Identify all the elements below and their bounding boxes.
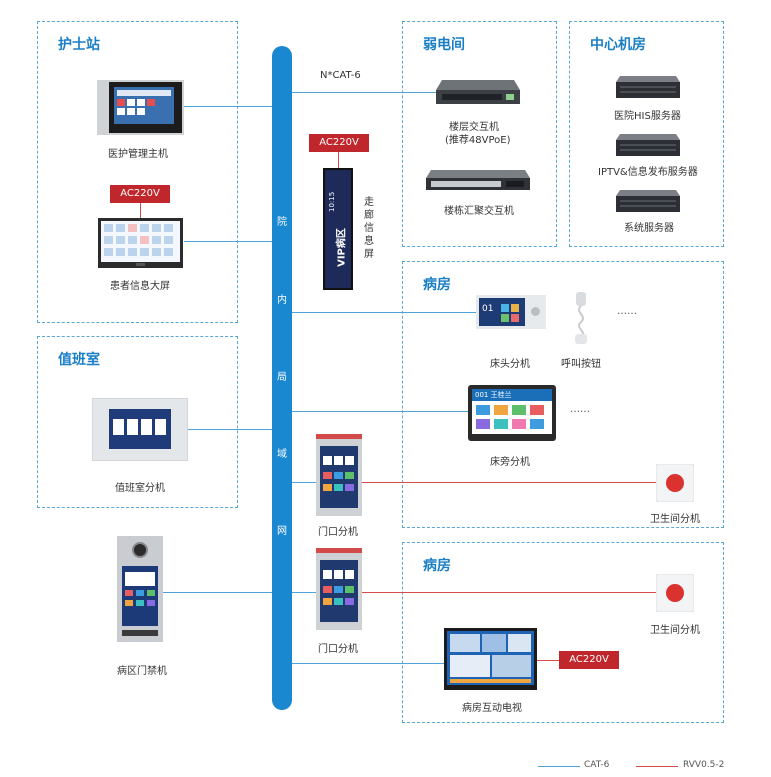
link-bedside-unit [292, 312, 476, 313]
ellipsis: …… [570, 404, 590, 415]
medical-host-label: 医护管理主机 [108, 149, 168, 160]
toilet-unit-2-label: 卫生间分机 [650, 625, 700, 636]
bedside-terminal-device: 001 王桂兰 [468, 385, 556, 441]
legend-cat6-line [538, 766, 580, 767]
corridor-screen-label-char: 信 [364, 223, 374, 234]
toilet-unit-1-label: 卫生间分机 [650, 514, 700, 525]
corridor-screen-label-char: 屏 [364, 249, 374, 260]
his-server-device [616, 76, 680, 98]
power-line-patient-screen [140, 203, 141, 218]
legend-cat6-text: CAT-6 [584, 760, 610, 770]
link-bedside-terminal [292, 411, 468, 412]
zone-title: 病房 [423, 558, 451, 574]
door-unit-2-device [316, 548, 362, 630]
zone-title: 病房 [423, 277, 451, 293]
cable-label: N*CAT-6 [320, 70, 361, 81]
bus-char: 局 [277, 372, 287, 383]
duty-unit-device [92, 398, 188, 461]
link-door-access [163, 592, 272, 593]
link-door-unit-2 [292, 592, 316, 593]
building-switch-device [426, 170, 530, 190]
call-button-device [575, 292, 587, 344]
zone-title: 中心机房 [590, 37, 646, 53]
link-patient-screen [184, 241, 272, 242]
corridor-screen-label-char: 走 [364, 197, 374, 208]
link-door-unit-1 [292, 482, 316, 483]
bus-char: 域 [277, 449, 287, 460]
patient-screen-device [98, 218, 183, 268]
door-unit-2-label: 门口分机 [318, 644, 358, 655]
power-badge: AC220V [309, 134, 369, 152]
link-floor-switch [292, 92, 436, 93]
bus-char: 院 [277, 217, 287, 228]
medical-host-device [97, 80, 184, 135]
ward-tv-device [444, 628, 537, 690]
ward-door-access-device [117, 536, 163, 642]
zone-title: 护士站 [58, 37, 100, 53]
power-line-tv [537, 660, 559, 661]
corridor-screen-vip: VIP病区 [336, 228, 348, 267]
lan-bus [272, 46, 292, 710]
toilet-unit-1-device [656, 464, 694, 502]
link-duty-unit [188, 429, 272, 430]
floor-switch-label: 楼层交互机 [449, 122, 499, 133]
zone-duty-room: 值班室 [37, 336, 238, 508]
ward-tv-label: 病房互动电视 [462, 703, 522, 714]
corridor-screen-time: 10:15 [328, 191, 336, 212]
system-server-device [616, 190, 680, 212]
zone-title: 弱电间 [423, 37, 465, 53]
bus-char: 网 [277, 526, 287, 537]
patient-screen-label: 患者信息大屏 [110, 281, 170, 292]
legend-rvv-line [636, 766, 678, 767]
legend-rvv-text: RVV0.5-2 [683, 760, 725, 770]
call-button-label: 呼叫按钮 [561, 359, 601, 370]
power-line-corridor [338, 152, 339, 168]
power-badge: AC220V [559, 651, 619, 669]
ellipsis: …… [617, 306, 637, 317]
zone-ward-2: 病房 [402, 542, 724, 723]
corridor-screen-device: 10:15 VIP病区 [323, 168, 353, 290]
bus-char: 内 [277, 295, 287, 306]
terminal-title: 001 王桂兰 [475, 391, 512, 399]
system-server-label: 系统服务器 [624, 223, 674, 234]
rvv-link-toilet-1 [362, 482, 658, 483]
bedside-room-number: 01 [482, 304, 494, 314]
duty-unit-label: 值班室分机 [115, 483, 165, 494]
building-switch-label: 楼栋汇聚交互机 [444, 206, 514, 217]
bedside-unit-device: 01 [476, 295, 546, 329]
zone-weak-room: 弱电间 [402, 21, 557, 247]
rvv-link-toilet-2 [362, 592, 658, 593]
zone-nurse-station: 护士站 [37, 21, 238, 323]
zone-ward-1: 病房 [402, 261, 724, 528]
corridor-screen-label-char: 息 [364, 236, 374, 247]
his-server-label: 医院HIS服务器 [614, 111, 681, 122]
ward-door-access-label: 病区门禁机 [117, 666, 167, 677]
door-unit-1-label: 门口分机 [318, 527, 358, 538]
floor-switch-note: (推荐48VPoE) [445, 135, 511, 146]
corridor-screen-label-char: 廊 [364, 210, 374, 221]
door-unit-1-device [316, 434, 362, 516]
iptv-server-device [616, 134, 680, 156]
bedside-unit-label: 床头分机 [490, 359, 530, 370]
link-ward-tv [292, 663, 444, 664]
link-medical-host [184, 106, 272, 107]
floor-switch-device [436, 80, 520, 104]
power-badge: AC220V [110, 185, 170, 203]
iptv-server-label: IPTV&信息发布服务器 [598, 167, 698, 178]
bedside-terminal-label: 床旁分机 [490, 457, 530, 468]
zone-title: 值班室 [58, 352, 100, 368]
toilet-unit-2-device [656, 574, 694, 612]
zone-center-room: 中心机房 [569, 21, 724, 247]
